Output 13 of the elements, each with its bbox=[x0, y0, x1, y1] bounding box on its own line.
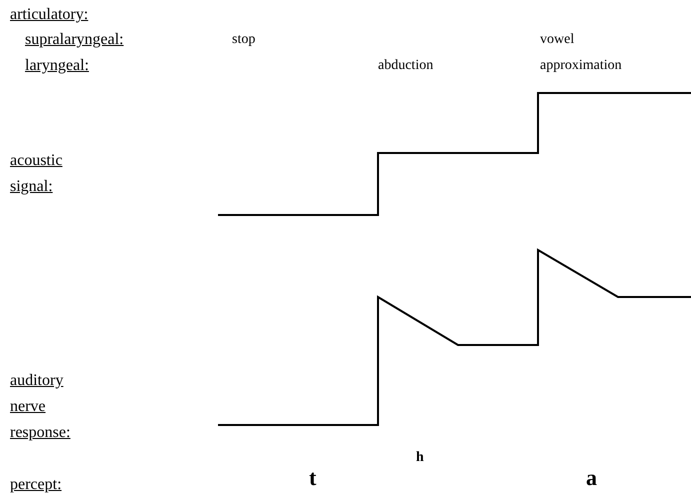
gesture-label: abduction bbox=[378, 57, 434, 75]
tier-heading: percept: bbox=[10, 475, 62, 495]
gesture-label: approximation bbox=[540, 57, 622, 75]
gesture-label: stop bbox=[232, 31, 256, 49]
tier-heading: laryngeal: bbox=[25, 56, 89, 76]
percept-symbol: a bbox=[586, 466, 597, 490]
tier-heading: acoustic signal: bbox=[10, 151, 64, 197]
tier-heading: articulatory: bbox=[10, 5, 88, 25]
percept-symbol: h bbox=[416, 450, 424, 466]
percept-symbol: t bbox=[309, 466, 316, 490]
gesture-label: vowel bbox=[540, 31, 574, 49]
tier-heading: supralaryngeal: bbox=[25, 30, 124, 50]
tier-heading: auditory nerve response: bbox=[10, 371, 72, 443]
